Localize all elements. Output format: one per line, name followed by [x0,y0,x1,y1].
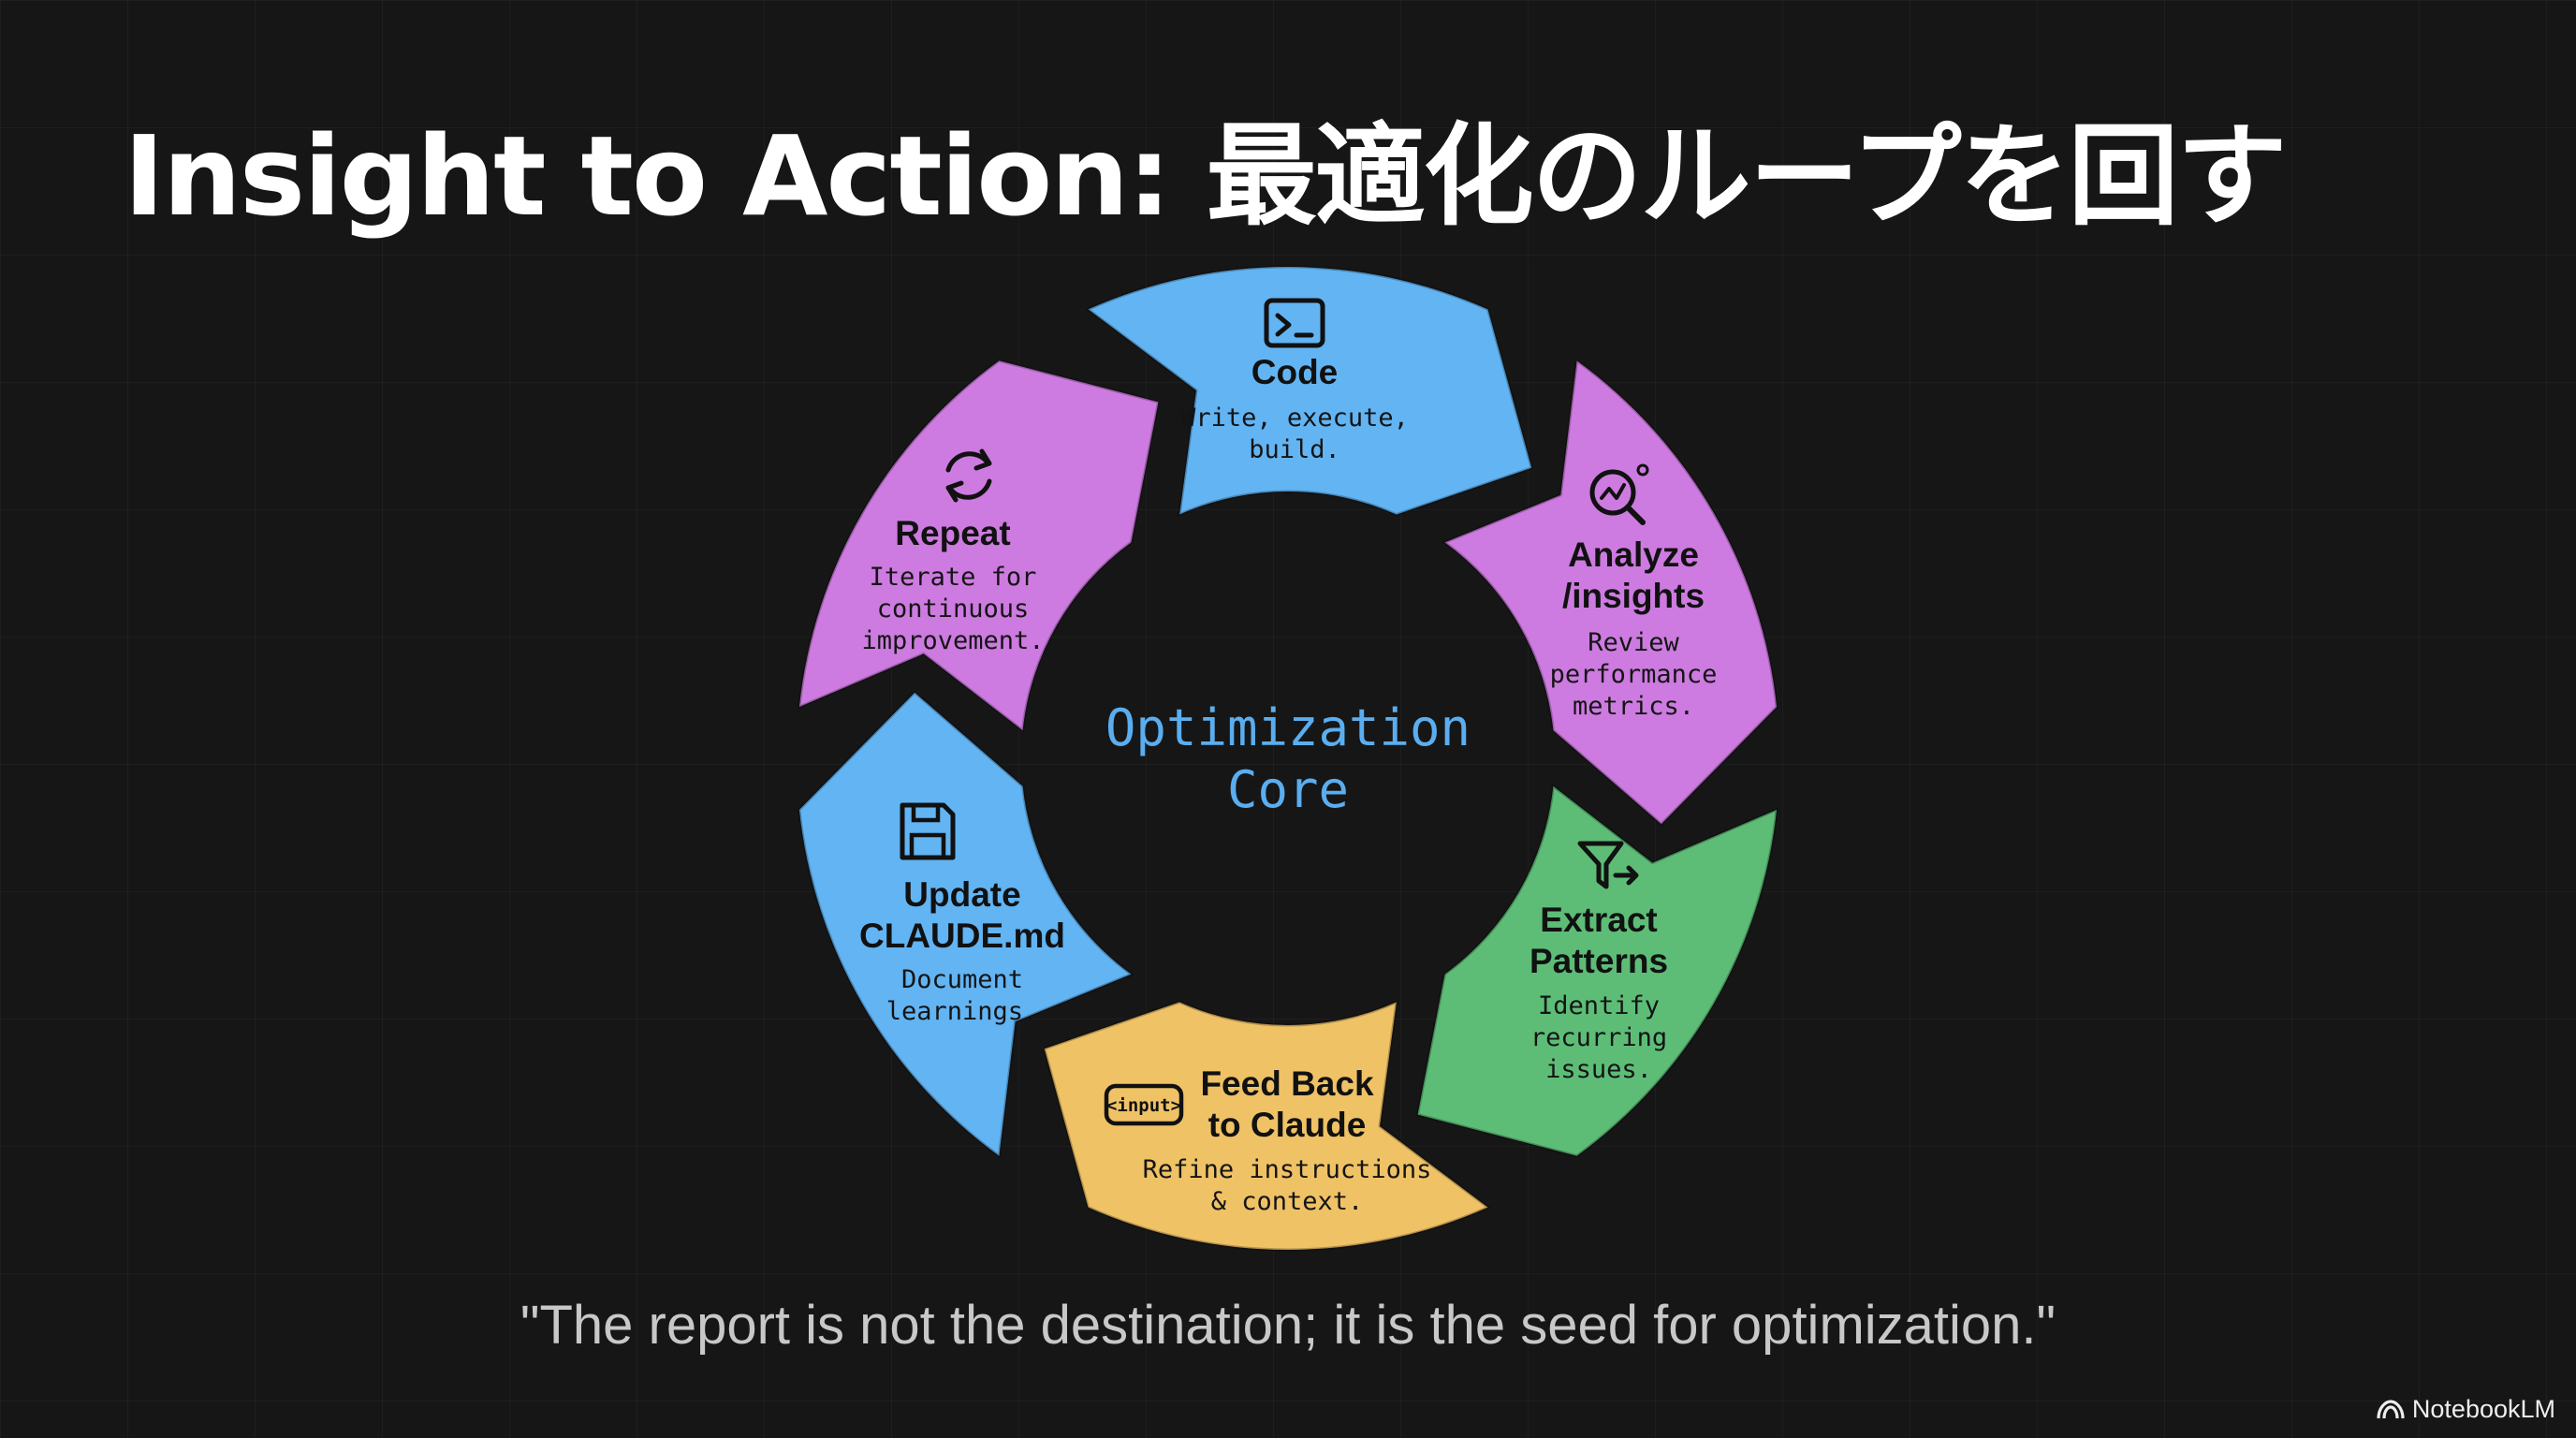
segment-arrow-analyze [1442,358,1778,827]
segment-title-repeat: Repeat [895,514,1010,552]
segment-desc-analyze: metrics. [1573,692,1694,721]
segment-arrow-repeat [798,359,1161,734]
segment-title-code: Code [1251,353,1339,391]
segment-desc-repeat: continuous [877,594,1030,624]
slide-title: Insight to Action: 最適化のループを回す [124,111,2287,241]
segment-desc-feedback: Refine instructions [1143,1155,1432,1184]
segment-arrow-update [798,690,1134,1159]
segment-desc-analyze: performance [1550,660,1718,689]
segment-title-extract: Extract [1540,901,1657,939]
segment-title-feedback: to Claude [1208,1106,1367,1144]
save-icon [900,802,956,860]
input-tag-label: <input> [1106,1095,1181,1116]
segment-desc-feedback: & context. [1211,1187,1364,1216]
segment-desc-code: build. [1249,435,1340,464]
segment-arrow-extract [1415,783,1778,1158]
segment-desc-code: Write, execute, [1180,404,1409,433]
footer-quote: "The report is not the destination; it i… [520,1295,2056,1356]
brand-name: NotebookLM [2411,1395,2555,1423]
segment-desc-update: learnings. [886,997,1039,1026]
segment-desc-repeat: improvement. [861,626,1044,655]
analytics-search-icon [1589,463,1649,525]
segment-desc-update: Document [901,965,1023,994]
segment-desc-extract: Identify [1538,991,1660,1020]
notebooklm-logo-icon [2377,1399,2405,1418]
segment-title-extract: Patterns [1530,942,1668,980]
segment-arrow-code [1085,265,1534,518]
segment-arrow-feedback [1042,999,1491,1252]
brand-watermark: NotebookLM [2377,1395,2555,1424]
segment-desc-analyze: Review [1588,628,1679,657]
filter-arrow-icon [1577,841,1639,889]
terminal-icon [1264,298,1325,348]
segment-title-feedback: Feed Back [1200,1064,1374,1103]
segment-title-analyze: Analyze [1568,536,1699,574]
core-label-line1: Optimization [1105,698,1471,757]
segment-desc-extract: issues. [1545,1055,1652,1084]
segment-title-analyze: /insights [1562,577,1705,615]
segment-desc-repeat: Iterate for [870,563,1037,592]
refresh-icon [945,448,992,503]
segment-title-update: Update [903,875,1020,914]
input-tag-icon: <input> [1104,1083,1184,1126]
segment-desc-extract: recurring [1530,1023,1667,1052]
core-label-line2: Core [1227,760,1349,819]
segment-title-update: CLAUDE.md [859,917,1065,955]
